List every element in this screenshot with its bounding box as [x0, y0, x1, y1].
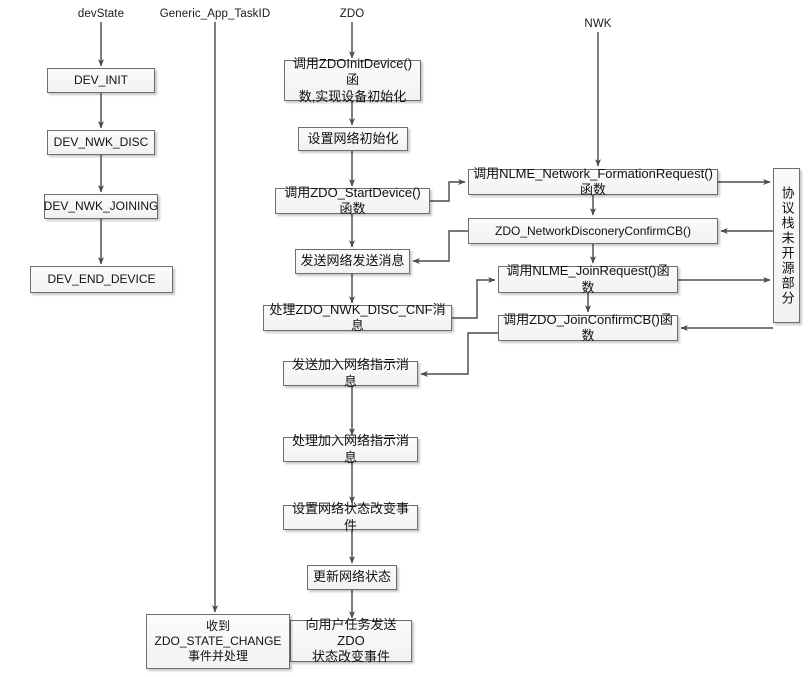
- node-nlme-join-request[interactable]: 调用NLME_JoinRequest()函数: [498, 263, 678, 295]
- node-zdo-start-device[interactable]: 调用ZDO_StartDevice()函数: [275, 185, 430, 216]
- lane-label-devstate: devState: [77, 8, 125, 20]
- lane-label-nwk: NWK: [584, 18, 612, 30]
- node-update-network-state[interactable]: 更新网络状态: [307, 565, 397, 590]
- node-closed-source-stack[interactable]: 协议栈未开源部分: [773, 168, 800, 323]
- node-receive-zdo-state-change[interactable]: 收到 ZDO_STATE_CHANGE 事件并处理: [146, 614, 290, 669]
- node-handle-zdo-nwk-disc-cnf[interactable]: 处理ZDO_NWK_DISC_CNF消息: [263, 302, 452, 333]
- node-dev-end-device[interactable]: DEV_END_DEVICE: [30, 266, 173, 293]
- node-set-network-init[interactable]: 设置网络初始化: [298, 127, 408, 151]
- node-send-join-indication[interactable]: 发送加入网络指示消息: [283, 357, 418, 389]
- wire-zdo-start-device-to-nlme-form-req: [430, 179, 466, 202]
- node-send-network-message[interactable]: 发送网络发送消息: [295, 249, 410, 274]
- wire-zdo-join-cb-to-send-join-ind: [420, 332, 498, 377]
- wire-handle-disc-cnf-to-nlme-join-req: [452, 277, 496, 319]
- wire-zdo-disc-cb-to-send-nwk-msg: [412, 230, 468, 264]
- node-zdo-network-disconery-confirm-cb[interactable]: ZDO_NetworkDisconeryConfirmCB(): [468, 218, 718, 244]
- node-set-state-change-event[interactable]: 设置网络状态改变事件: [283, 501, 418, 533]
- node-dev-nwk-joining[interactable]: DEV_NWK_JOINING: [44, 194, 158, 219]
- node-nlme-network-formation-request[interactable]: 调用NLME_Network_FormationRequest()函数: [468, 166, 718, 197]
- node-zdo-init-device[interactable]: 调用ZDOInitDevice()函 数,实现设备初始化: [284, 56, 421, 104]
- lane-label-zdo: ZDO: [339, 8, 365, 20]
- node-dev-init[interactable]: DEV_INIT: [47, 68, 155, 93]
- node-send-zdo-state-change[interactable]: 向用户任务发送ZDO 状态改变事件: [290, 617, 412, 664]
- lane-label-generic-app-taskid: Generic_App_TaskID: [159, 8, 271, 20]
- node-dev-nwk-disc[interactable]: DEV_NWK_DISC: [47, 130, 155, 155]
- node-zdo-join-confirm-cb[interactable]: 调用ZDO_JoinConfirmCB()函数: [498, 312, 678, 343]
- node-handle-join-indication[interactable]: 处理加入网络指示消息: [283, 433, 418, 465]
